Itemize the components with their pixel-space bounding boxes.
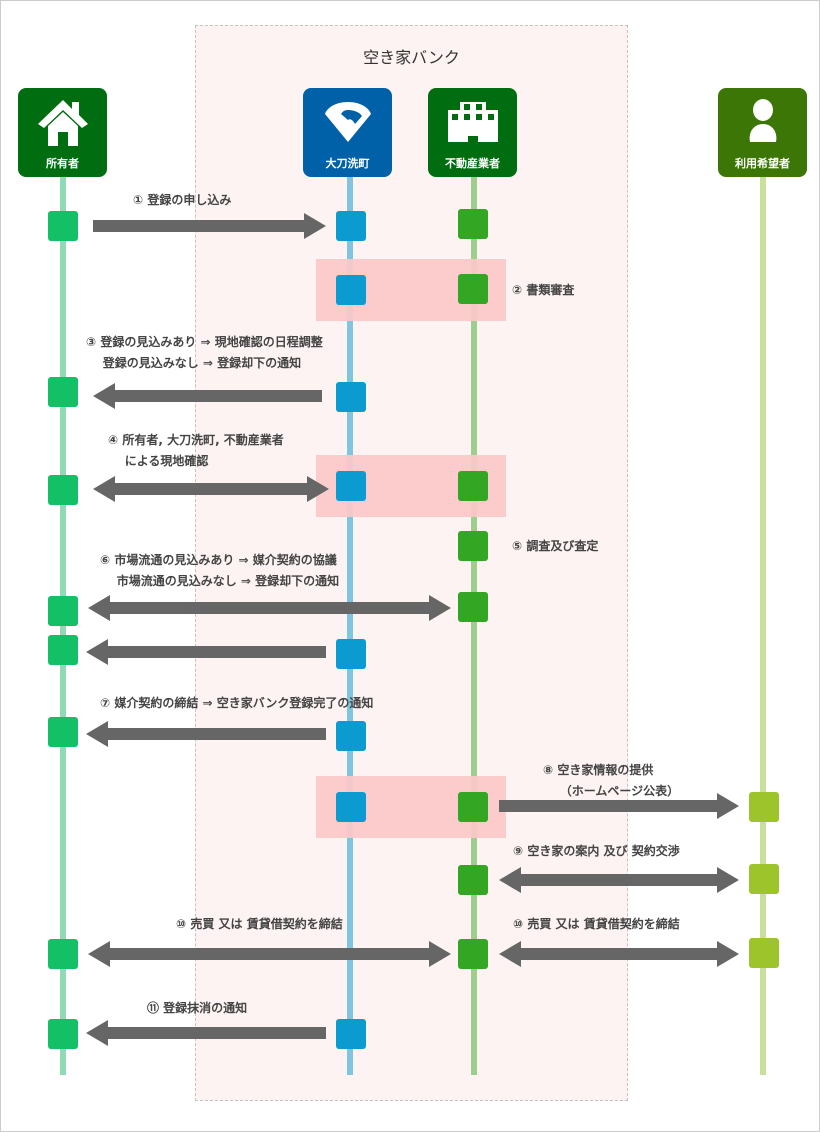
actor-user-label: 利用希望者 [735, 157, 790, 170]
realtor-node [458, 865, 488, 895]
town-node [336, 639, 366, 669]
actor-user: 利用希望者 [718, 88, 807, 177]
lifeline-user [760, 177, 766, 1075]
town-node [336, 471, 366, 501]
owner-node [48, 475, 78, 505]
building-icon [447, 102, 498, 142]
arrow-step9-shape [499, 867, 739, 893]
actor-realtor: 不動産業者 [428, 88, 517, 177]
arrow-step7 [86, 721, 326, 747]
arrow-step8 [499, 793, 739, 819]
realtor-node [458, 792, 488, 822]
owner-node [48, 1019, 78, 1049]
arrow-step9 [499, 867, 739, 893]
akiya-bank-title: 空き家バンク [363, 48, 460, 67]
arrow-step10-realtor-user [499, 941, 739, 967]
arrow-step3-shape [93, 383, 322, 409]
town-node [336, 275, 366, 305]
town-node [336, 382, 366, 412]
owner-node [48, 596, 78, 626]
user-node [749, 864, 779, 894]
step11-label: ⑪ 登録抹消の通知 [147, 1001, 248, 1015]
town-node [336, 721, 366, 751]
arrow-step6-owner-realtor-shape [88, 595, 451, 621]
arrow-step6-town-owner [86, 639, 326, 665]
arrow-step1 [93, 213, 326, 239]
lifeline-realtor [471, 177, 477, 1075]
arrow-step10-owner-realtor-shape [88, 941, 451, 967]
step8-label: ⑧ 空き家情報の提供 （ホームページ公表） [543, 763, 680, 798]
arrow-step4-shape [93, 476, 329, 502]
house-icon [37, 100, 88, 146]
owner-node [48, 939, 78, 969]
owner-node [48, 211, 78, 241]
lifeline-town [347, 177, 353, 1075]
step5-label: ⑤ 調査及び査定 [512, 539, 599, 553]
realtor-node [458, 592, 488, 622]
arrow-step11 [86, 1020, 326, 1046]
realtor-node [458, 274, 488, 304]
akiya-bank-zone [195, 25, 628, 1101]
user-node [749, 938, 779, 968]
town-node [336, 211, 366, 241]
town-node [336, 1019, 366, 1049]
town-node [336, 792, 366, 822]
arrow-step6-owner-realtor [88, 595, 451, 621]
lifeline-owner [60, 177, 66, 1075]
arrow-step8-shape [499, 793, 739, 819]
arrow-step1-shape [93, 213, 326, 239]
realtor-node [458, 939, 488, 969]
town-emblem-icon [324, 102, 371, 142]
actor-realtor-label: 不動産業者 [445, 157, 500, 170]
actor-owner-label: 所有者 [46, 157, 79, 170]
realtor-node [458, 209, 488, 239]
step1-label: ① 登録の申し込み [133, 193, 232, 207]
user-node [749, 792, 779, 822]
step9-label: ⑨ 空き家の案内 及び 契約交渉 [513, 844, 680, 858]
step7-label: ⑦ 媒介契約の締結 ⇒ 空き家バンク登録完了の通知 [100, 696, 374, 710]
realtor-node [458, 531, 488, 561]
arrow-step4 [93, 476, 329, 502]
arrow-step6-town-owner-shape [86, 639, 326, 665]
arrow-step3 [93, 383, 322, 409]
realtor-node [458, 471, 488, 501]
person-icon [749, 99, 776, 142]
owner-node [48, 635, 78, 665]
actor-town: 大刀洗町 [303, 88, 392, 177]
step10-label-realtor-user: ⑩ 売買 又は 賃貸借契約を締結 [513, 917, 680, 931]
step2-label: ② 書類審査 [512, 283, 575, 297]
arrow-step11-shape [86, 1020, 326, 1046]
step10-label-owner-realtor: ⑩ 売買 又は 賃貸借契約を締結 [176, 917, 343, 931]
actor-town-label: 大刀洗町 [325, 157, 370, 170]
arrow-step10-owner-realtor [88, 941, 451, 967]
arrow-step10-realtor-user-shape [499, 941, 739, 967]
owner-node [48, 377, 78, 407]
arrow-step7-shape [86, 721, 326, 747]
step3-label: ③ 登録の見込みあり ⇒ 現地確認の日程調整 登録の見込みなし ⇒ 登録却下の通… [86, 335, 323, 370]
actor-owner: 所有者 [18, 88, 107, 177]
step6-label: ⑥ 市場流通の見込みあり ⇒ 媒介契約の協議 市場流通の見込みなし ⇒ 登録却下… [100, 553, 340, 588]
step4-label: ④ 所有者, 大刀洗町, 不動産業者 による現地確認 [108, 433, 284, 468]
owner-node [48, 717, 78, 747]
